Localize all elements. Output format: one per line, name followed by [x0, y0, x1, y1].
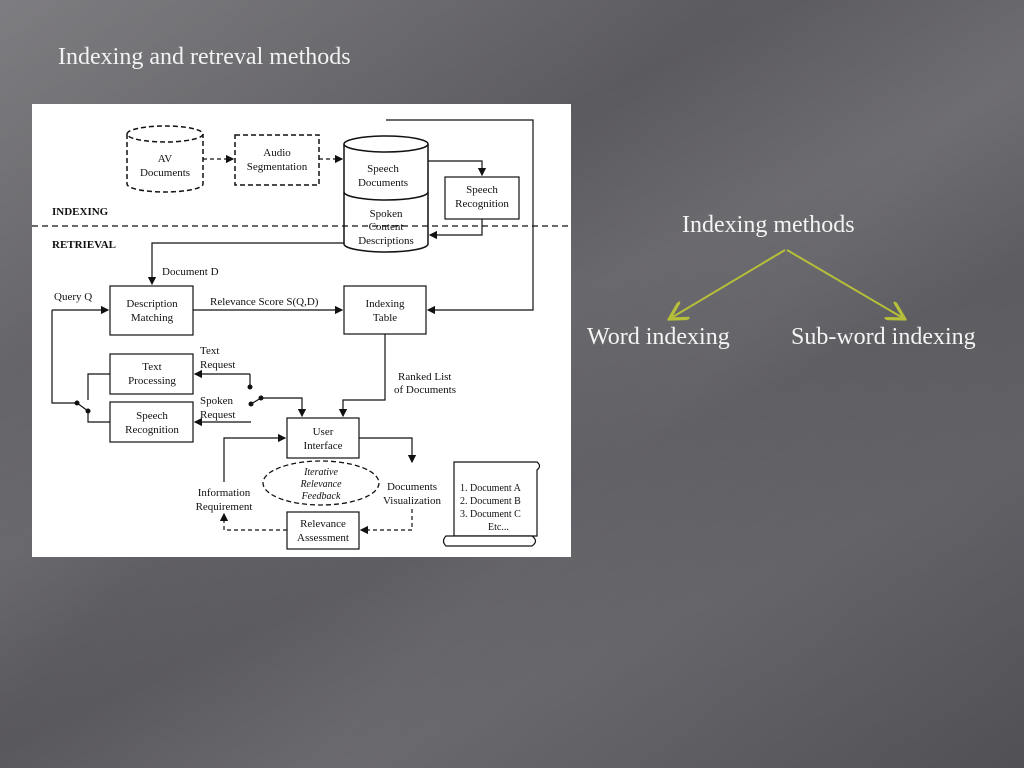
- relevance-score-label: Relevance Score S(Q,D): [210, 296, 319, 308]
- speech-recognition-top-label-1: Speech: [466, 184, 498, 196]
- scroll-item-3: 3. Document C: [460, 509, 521, 520]
- audio-segmentation-label-1: Audio: [263, 147, 291, 159]
- av-documents-label-1: AV: [158, 153, 173, 165]
- relevance-assessment-node: Relevance Assessment: [286, 511, 360, 550]
- speech-recognition-top-label-2: Recognition: [455, 198, 509, 210]
- text-request-label-2: Request: [200, 359, 235, 371]
- documents-visualization-label-2: Visualization: [383, 495, 441, 507]
- speech-documents-label-1: Speech: [367, 163, 399, 175]
- diagram-connectors: [51, 119, 534, 535]
- information-requirement-label-2: Requirement: [196, 501, 253, 513]
- spoken-content-label-1: Spoken: [370, 208, 404, 220]
- relevance-assessment-label-2: Assessment: [297, 532, 349, 544]
- scroll-item-2: 2. Document B: [460, 496, 521, 507]
- iterative-feedback-node: Iterative Relevance Feedback: [262, 460, 380, 506]
- diagram-canvas: AV Documents Audio Segmentation Speech D…: [32, 119, 571, 550]
- slide-title: Indexing and retreval methods: [58, 44, 351, 70]
- av-documents-label-2: Documents: [140, 167, 190, 179]
- description-matching-node: Description Matching: [109, 285, 194, 336]
- scroll-item-etc: Etc...: [488, 522, 509, 533]
- word-indexing-label: Word indexing: [587, 324, 730, 350]
- query-q-label: Query Q: [54, 291, 92, 303]
- user-interface-node: User Interface: [286, 417, 360, 459]
- user-interface-label-2: Interface: [303, 440, 342, 452]
- spoken-content-label-3: Descriptions: [358, 235, 414, 247]
- speech-recognition-top-node: Speech Recognition: [444, 176, 520, 220]
- speech-recognition-bottom-label-2: Recognition: [125, 424, 179, 436]
- ranked-documents-scroll: 1. Document A 2. Document B 3. Document …: [442, 461, 541, 547]
- retrieval-section-label: RETRIEVAL: [52, 239, 116, 251]
- user-interface-label-1: User: [313, 426, 334, 438]
- speech-recognition-bottom-label-1: Speech: [136, 410, 168, 422]
- documents-visualization-label-1: Documents: [387, 481, 437, 493]
- indexing-table-label-1: Indexing: [365, 298, 405, 310]
- indexing-table-node: Indexing Table: [343, 285, 427, 335]
- speech-recognition-bottom-node: Speech Recognition: [109, 401, 194, 443]
- speech-documents-store: Speech Documents Spoken Content Descript…: [343, 135, 429, 253]
- indexing-section-label: INDEXING: [52, 206, 109, 218]
- spoken-request-label-1: Spoken: [200, 395, 234, 407]
- spoken-request-label-2: Request: [200, 409, 235, 421]
- retrieval-system-diagram: AV Documents Audio Segmentation Speech D…: [32, 104, 571, 557]
- iterative-feedback-label-3: Feedback: [301, 491, 341, 502]
- arrow-to-subword-indexing: [786, 249, 903, 318]
- indexing-table-label-2: Table: [373, 312, 397, 324]
- subword-indexing-label: Sub-word indexing: [791, 324, 976, 350]
- arrow-to-word-indexing: [671, 249, 786, 318]
- iterative-feedback-label-1: Iterative: [303, 467, 338, 478]
- text-processing-label-2: Processing: [128, 375, 176, 387]
- scroll-item-1: 1. Document A: [460, 483, 522, 494]
- text-processing-label-1: Text: [142, 361, 161, 373]
- audio-segmentation-label-2: Segmentation: [247, 161, 308, 173]
- ranked-list-label-2: of Documents: [394, 384, 456, 396]
- spoken-content-label-2: Content: [369, 221, 404, 233]
- information-requirement-label-1: Information: [198, 487, 251, 499]
- document-d-label: Document D: [162, 266, 219, 278]
- text-request-label-1: Text: [200, 345, 219, 357]
- text-processing-node: Text Processing: [109, 353, 194, 395]
- iterative-feedback-label-2: Relevance: [299, 479, 342, 490]
- speech-documents-label-2: Documents: [358, 177, 408, 189]
- indexing-methods-root: Indexing methods: [682, 212, 855, 238]
- description-matching-label-2: Matching: [131, 312, 174, 324]
- ranked-list-label-1: Ranked List: [398, 371, 451, 383]
- description-matching-label-1: Description: [126, 298, 178, 310]
- av-documents-node: AV Documents: [126, 125, 204, 193]
- relevance-assessment-label-1: Relevance: [300, 518, 346, 530]
- audio-segmentation-node: Audio Segmentation: [234, 134, 320, 186]
- switch-contacts: [74, 384, 264, 414]
